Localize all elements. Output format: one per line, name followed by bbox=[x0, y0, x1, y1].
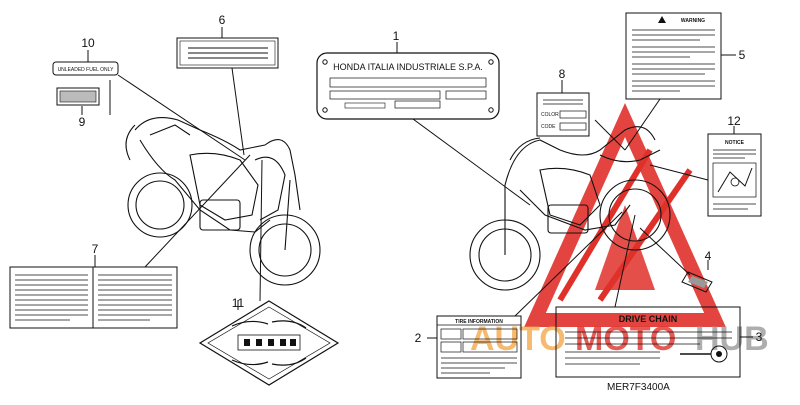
callout-8: 8 bbox=[559, 67, 566, 81]
label-panel-1: HONDA ITALIA INDUSTRIALE S.P.A. bbox=[316, 52, 500, 120]
label-panel-10: UNLEADED FUEL ONLY bbox=[52, 61, 119, 76]
watermark-text-hub: HUB bbox=[695, 320, 769, 358]
fuel-label-text: UNLEADED FUEL ONLY bbox=[58, 67, 115, 73]
code-field-label: CODE bbox=[541, 124, 556, 130]
notice-label-text: NOTICE bbox=[725, 140, 745, 146]
watermark-triangle-inner bbox=[595, 205, 655, 290]
callout-7: 7 bbox=[92, 242, 99, 256]
watermark-stripe-1 bbox=[557, 148, 653, 302]
callout-9: 9 bbox=[79, 115, 86, 129]
callout-4: 4 bbox=[705, 249, 712, 263]
callout-1: 1 bbox=[393, 29, 400, 43]
label-panel-2: TIRE INFORMATION bbox=[436, 315, 522, 379]
label-panel-3: DRIVE CHAIN bbox=[555, 306, 741, 378]
frame-plate-text: HONDA ITALIA INDUSTRIALE S.P.A. bbox=[333, 62, 483, 72]
label-panel-4 bbox=[681, 271, 713, 293]
callout-11: 11 bbox=[232, 296, 245, 310]
drive-chain-text: DRIVE CHAIN bbox=[619, 314, 678, 324]
label-panel-7 bbox=[9, 266, 178, 329]
part-code: MER7F3400A bbox=[607, 382, 670, 393]
tire-info-text: TIRE INFORMATION bbox=[455, 319, 503, 325]
label-panel-9 bbox=[56, 87, 100, 106]
callout-12: 12 bbox=[727, 114, 741, 128]
label-panel-6 bbox=[176, 37, 279, 69]
warning-label-text: WARNING bbox=[681, 18, 705, 24]
right-bike-rear-wheel bbox=[599, 179, 671, 251]
warning-triangle-icon bbox=[658, 16, 666, 23]
callout-6: 6 bbox=[219, 13, 226, 27]
color-field-label: COLOR bbox=[541, 112, 559, 118]
label-panel-8: COLOR CODE bbox=[536, 92, 590, 137]
callout-5: 5 bbox=[739, 48, 746, 62]
leader-lines bbox=[81, 27, 753, 339]
callout-10: 10 bbox=[81, 36, 95, 50]
left-bike-front-wheel bbox=[249, 214, 321, 286]
motorcycle-left bbox=[125, 117, 321, 286]
label-panel-12: NOTICE bbox=[707, 133, 762, 217]
label-panel-11 bbox=[198, 300, 340, 386]
left-bike-rear-wheel bbox=[127, 172, 193, 238]
callout-3: 3 bbox=[756, 330, 763, 344]
callout-2: 2 bbox=[415, 331, 422, 345]
label-panel-5: WARNING bbox=[625, 12, 722, 100]
watermark-stripe-2 bbox=[597, 168, 693, 302]
